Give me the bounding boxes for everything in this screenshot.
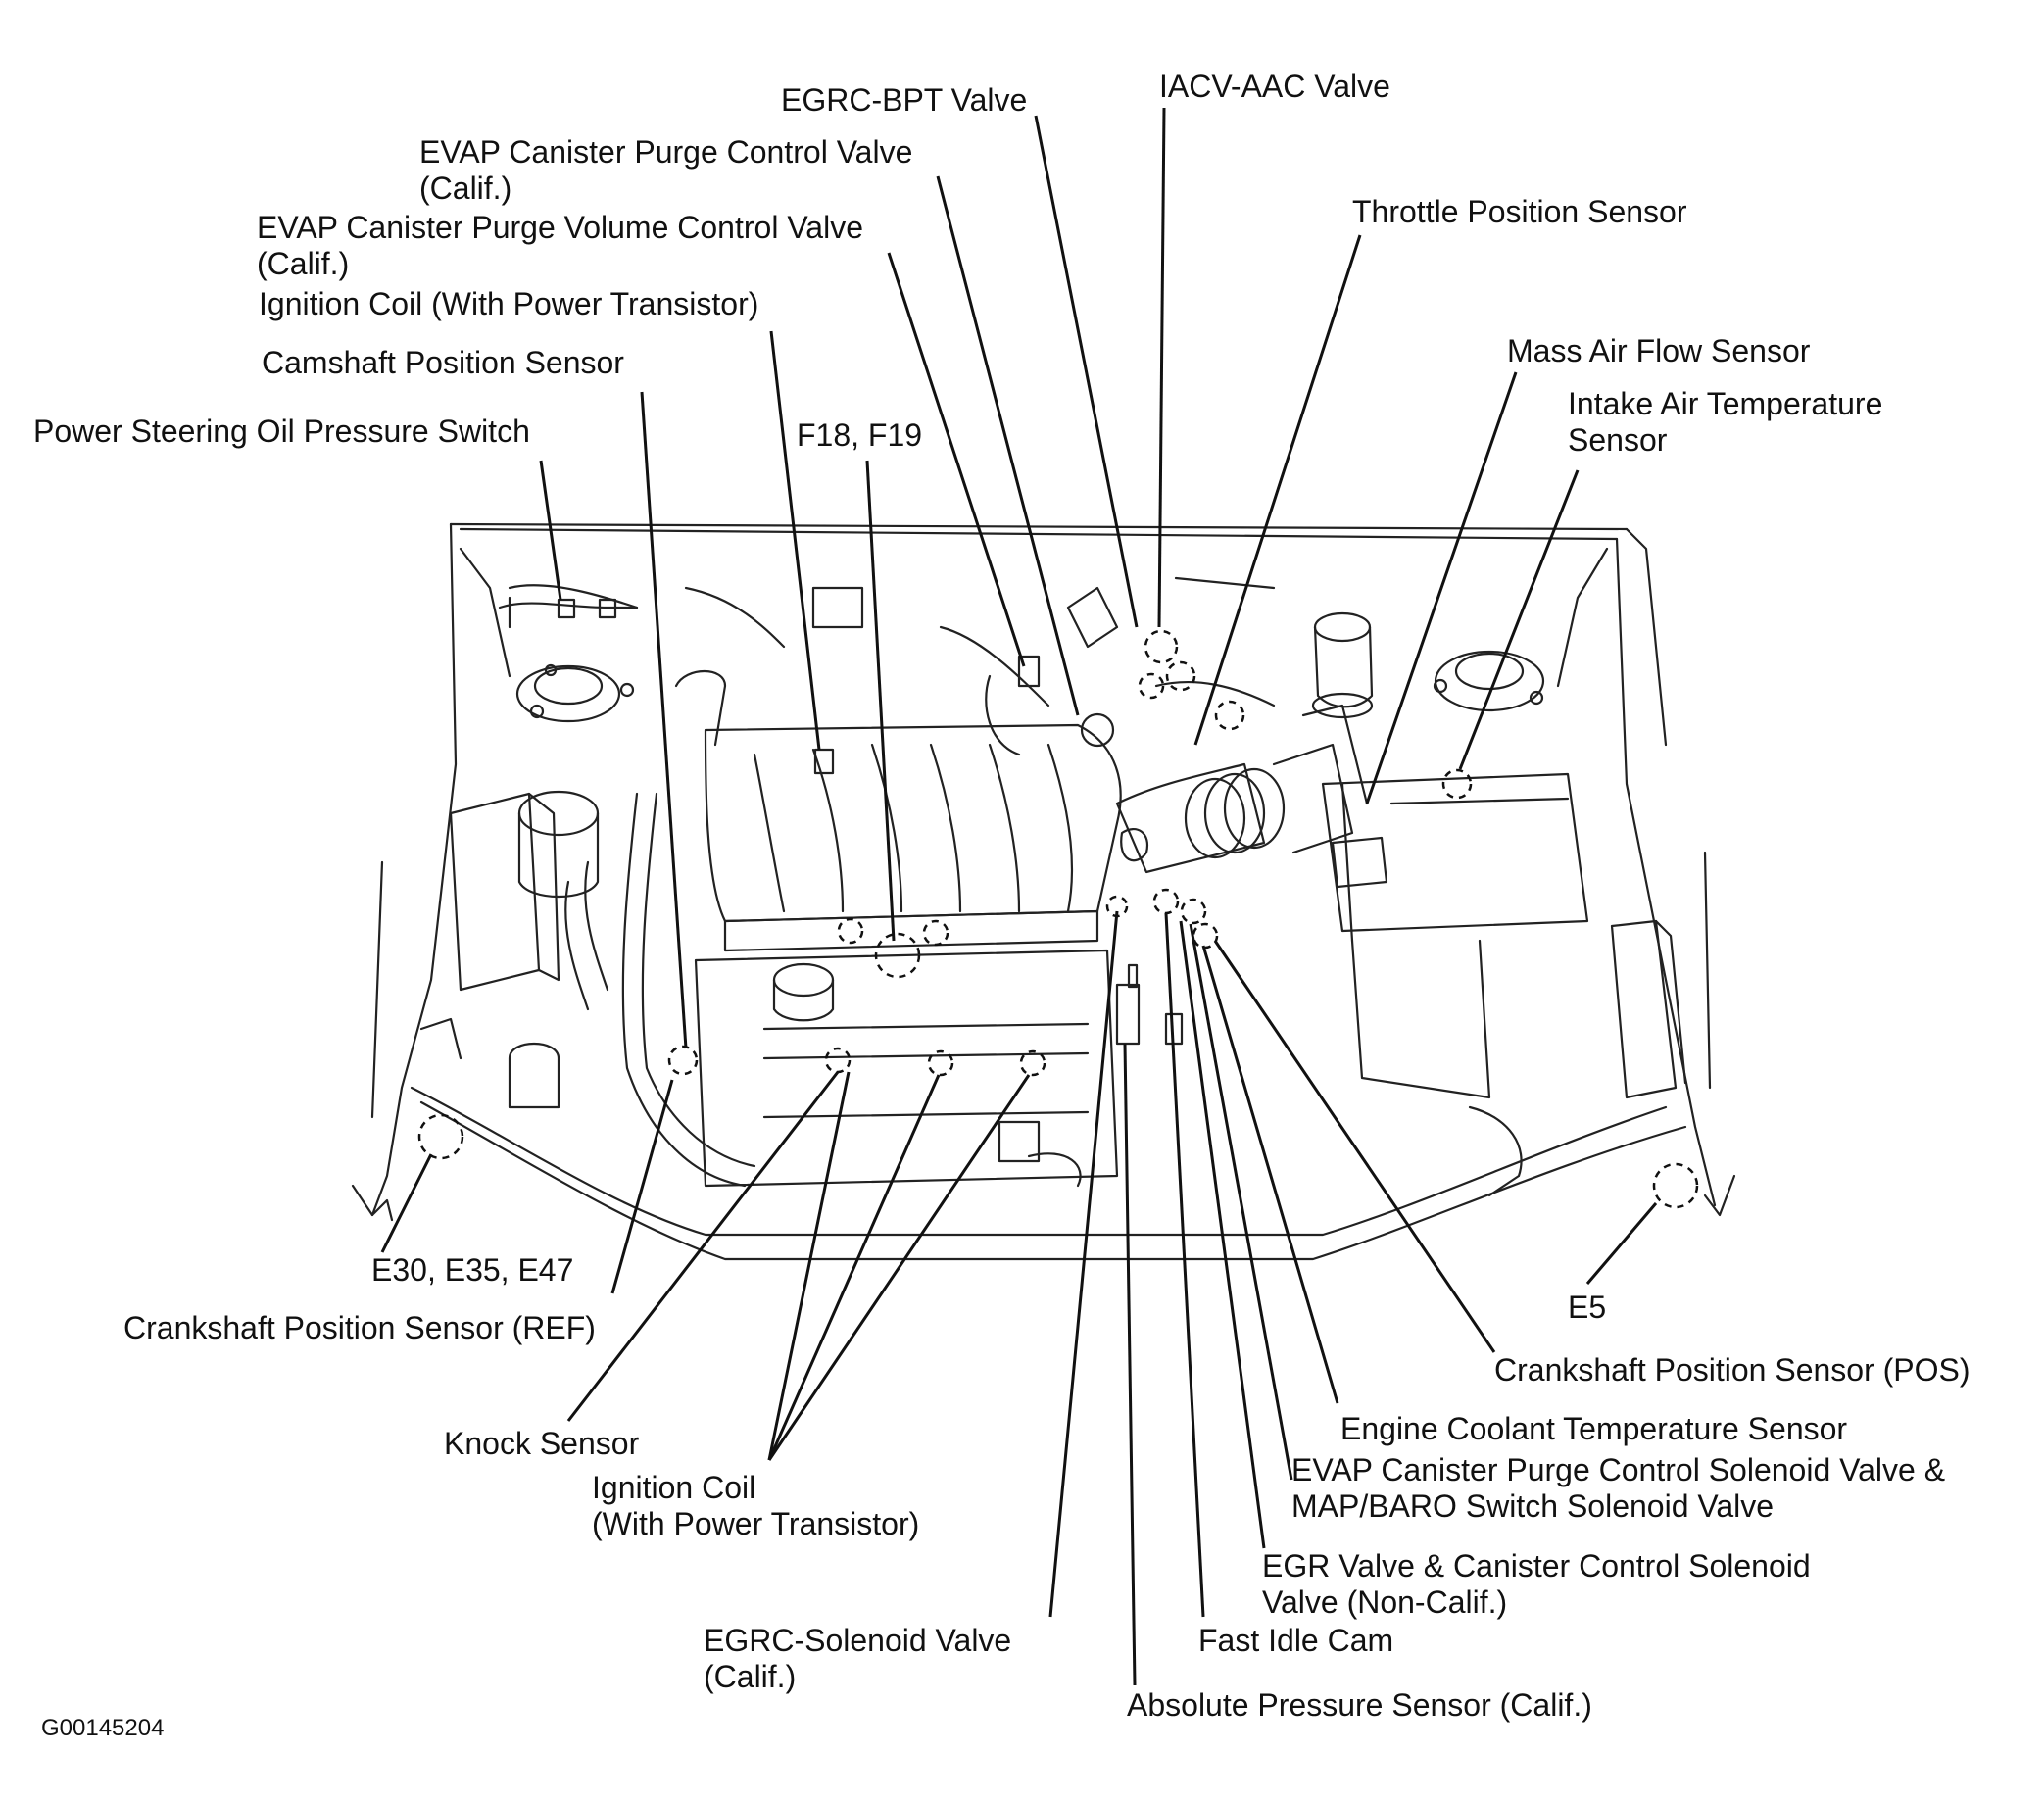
label-f18-f19: F18, F19 bbox=[797, 417, 923, 453]
sensor-location-markers bbox=[417, 629, 1699, 1209]
label-egr-valve-canister-control: EGR Valve & Canister Control Solenoid Va… bbox=[1262, 1548, 1811, 1621]
label-mass-air-flow-sensor: Mass Air Flow Sensor bbox=[1507, 333, 1811, 368]
label-ignition-coil-top: Ignition Coil (With Power Transistor) bbox=[259, 286, 759, 321]
label-crankshaft-position-sensor-pos: Crankshaft Position Sensor (POS) bbox=[1494, 1352, 1971, 1388]
battery-area bbox=[419, 790, 600, 1109]
label-evap-purge-volume-control-valve: EVAP Canister Purge Volume Control Valve… bbox=[257, 210, 863, 282]
label-ignition-coil-bottom: Ignition Coil (With Power Transistor) bbox=[592, 1470, 919, 1542]
label-knock-sensor: Knock Sensor bbox=[444, 1426, 640, 1461]
label-line: EVAP Canister Purge Control Solenoid Val… bbox=[1291, 1452, 1946, 1487]
throttle-body-and-intake bbox=[1115, 704, 1369, 874]
label-absolute-pressure-sensor: Absolute Pressure Sensor (Calif.) bbox=[1127, 1687, 1592, 1723]
label-line: (Calif.) bbox=[257, 246, 350, 281]
engine-bay-outline bbox=[351, 522, 1736, 1261]
label-line: Sensor bbox=[1568, 422, 1668, 458]
label-throttle-position-sensor: Throttle Position Sensor bbox=[1352, 194, 1687, 229]
power-steering-switch-area bbox=[498, 596, 639, 629]
label-e5: E5 bbox=[1568, 1290, 1607, 1325]
label-line: Intake Air Temperature bbox=[1568, 386, 1883, 421]
air-cleaner-box bbox=[1321, 772, 1589, 1197]
label-intake-air-temperature-sensor: Intake Air Temperature Sensor bbox=[1568, 386, 1882, 459]
label-line: EGR Valve & Canister Control Solenoid bbox=[1262, 1548, 1811, 1584]
figure-id: G00145204 bbox=[41, 1715, 165, 1741]
label-line: (With Power Transistor) bbox=[592, 1506, 920, 1541]
fuse-box bbox=[1610, 919, 1687, 1099]
label-evap-solenoid-map-baro: EVAP Canister Purge Control Solenoid Val… bbox=[1291, 1452, 1945, 1525]
label-line: MAP/BARO Switch Solenoid Valve bbox=[1291, 1488, 1775, 1524]
label-line: (Calif.) bbox=[704, 1659, 797, 1694]
label-evap-purge-control-valve: EVAP Canister Purge Control Valve (Calif… bbox=[419, 134, 912, 207]
label-line: (Calif.) bbox=[419, 171, 512, 206]
label-line: Ignition Coil bbox=[592, 1470, 756, 1505]
left-strut-tower bbox=[515, 663, 635, 723]
label-engine-coolant-temperature-sensor: Engine Coolant Temperature Sensor bbox=[1340, 1411, 1848, 1446]
sensor-parts bbox=[813, 748, 1184, 1046]
left-hoses bbox=[564, 669, 756, 1188]
label-iacv-aac-valve: IACV-AAC Valve bbox=[1159, 69, 1390, 104]
label-line: EVAP Canister Purge Control Valve bbox=[419, 134, 913, 170]
intake-manifold bbox=[704, 723, 1122, 952]
label-line: EVAP Canister Purge Volume Control Valve bbox=[257, 210, 863, 245]
leader-lines bbox=[380, 107, 1658, 1686]
label-egrc-bpt-valve: EGRC-BPT Valve bbox=[781, 82, 1028, 118]
top-components bbox=[508, 576, 1374, 756]
label-camshaft-position-sensor: Camshaft Position Sensor bbox=[262, 345, 624, 380]
label-line: Valve (Non-Calif.) bbox=[1262, 1584, 1508, 1620]
label-fast-idle-cam: Fast Idle Cam bbox=[1198, 1623, 1394, 1658]
label-egrc-solenoid-valve: EGRC-Solenoid Valve (Calif.) bbox=[704, 1623, 1011, 1695]
label-line: EGRC-Solenoid Valve bbox=[704, 1623, 1012, 1658]
label-e30-e35-e47: E30, E35, E47 bbox=[371, 1252, 574, 1288]
engine-block bbox=[694, 949, 1119, 1188]
label-crankshaft-position-sensor-ref: Crankshaft Position Sensor (REF) bbox=[123, 1310, 596, 1345]
right-strut-tower bbox=[1433, 650, 1545, 712]
label-power-steering-switch: Power Steering Oil Pressure Switch bbox=[33, 414, 530, 449]
